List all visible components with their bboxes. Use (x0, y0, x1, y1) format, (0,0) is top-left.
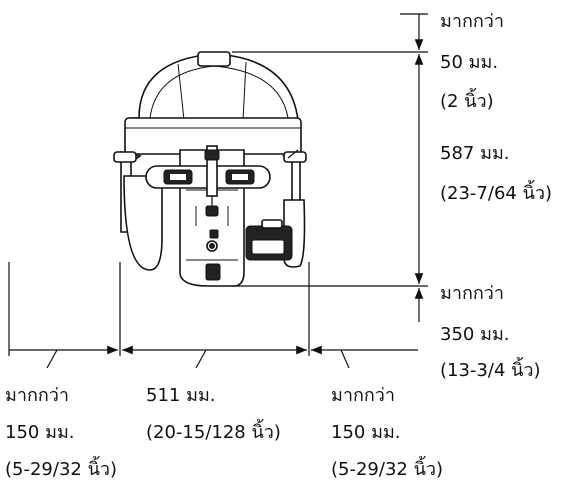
right-clearance-label: มากกว่า 150 มม. (5-29/32 นิ้ว) (331, 385, 443, 480)
left-clearance-line1: มากกว่า (5, 385, 69, 406)
left-clearance-line3: (5-29/32 นิ้ว) (5, 456, 117, 480)
rear-clearance-line2: 350 มม. (440, 324, 510, 345)
left-clearance-label: มากกว่า 150 มม. (5-29/32 นิ้ว) (5, 385, 117, 480)
right-clearance-line2: 150 มม. (331, 422, 401, 443)
rear-clearance-line1: มากกว่า (440, 283, 504, 304)
top-clearance-line1: มากกว่า (440, 11, 504, 32)
top-clearance-label: มากกว่า 50 มม. (2 นิ้ว) (440, 11, 504, 112)
top-clearance-line2: 50 มม. (440, 52, 498, 73)
machine-illustration (113, 51, 307, 287)
rear-clearance-label: มากกว่า 350 มม. (13-3/4 นิ้ว) (440, 283, 541, 381)
machine-height-label: 587 มม. (23-7/64 นิ้ว) (440, 143, 552, 204)
machine-width-label: 511 มม. (20-15/128 นิ้ว) (146, 385, 281, 443)
machine-width-line1: 511 มม. (146, 385, 216, 406)
right-clearance-line3: (5-29/32 นิ้ว) (331, 456, 443, 480)
machine-height-line1: 587 มม. (440, 143, 510, 164)
machine-height-line2: (23-7/64 นิ้ว) (440, 180, 552, 204)
rear-clearance-line3: (13-3/4 นิ้ว) (440, 357, 541, 381)
right-clearance-line1: มากกว่า (331, 385, 395, 406)
dimension-lines (8, 13, 428, 369)
machine-width-line2: (20-15/128 นิ้ว) (146, 419, 281, 443)
top-clearance-line3: (2 นิ้ว) (440, 88, 494, 112)
left-clearance-line2: 150 มม. (5, 422, 75, 443)
